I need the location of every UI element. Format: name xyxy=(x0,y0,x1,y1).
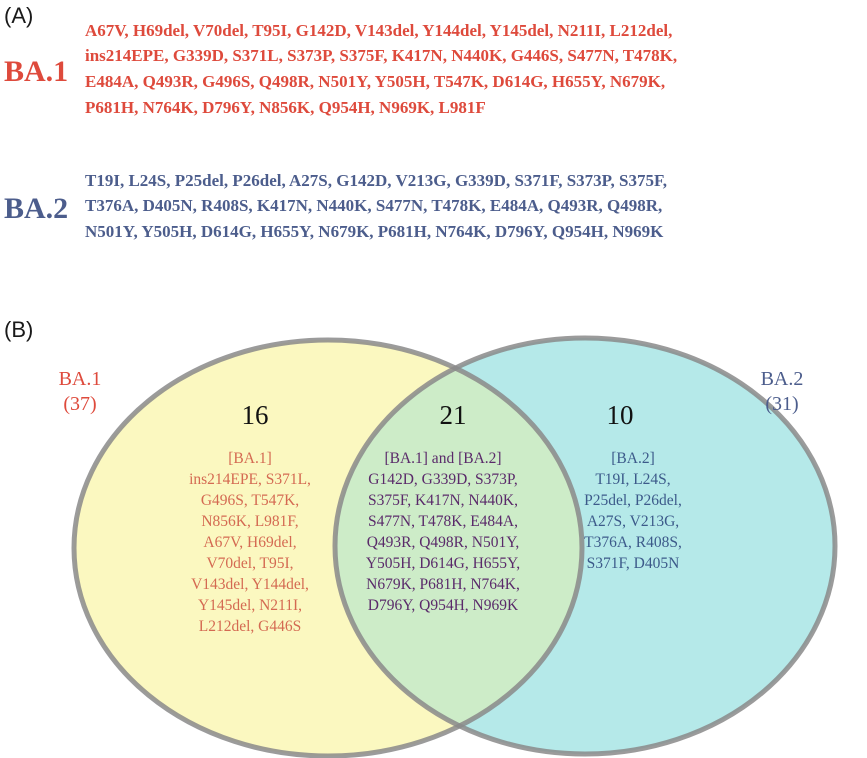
list-item: V143del, Y144del, xyxy=(191,576,309,593)
shared-mutation-list: [BA.1] and [BA.2] G142D, G339D, S373P, S… xyxy=(340,448,546,616)
panel-a-label: (A) xyxy=(4,3,34,28)
panel-b-label: (B) xyxy=(4,317,34,342)
ba2-venn-total: (31) xyxy=(765,393,799,415)
ba1-mutation-line: P681H, N764K, D796Y, N856K, Q954H, N969K… xyxy=(85,98,486,117)
list-item: Q493R, Q498R, N501Y, xyxy=(366,534,520,551)
list-item: [BA.1] and [BA.2] xyxy=(384,450,502,467)
list-item: Y145del, N211I, xyxy=(197,597,303,614)
ba2-venn-name: BA.2 xyxy=(760,368,804,390)
ba2-mutation-line: T376A, D405N, R408S, K417N, N440K, S477N… xyxy=(85,196,663,215)
ba2-title: BA.2 xyxy=(4,192,69,225)
list-item: N856K, L981F, xyxy=(201,513,299,530)
ba2-only-mutation-list: [BA.2] T19I, L24S, P25del, P26del, A27S,… xyxy=(548,448,718,574)
list-item: S375F, K417N, N440K, xyxy=(368,492,518,509)
list-item: D796Y, Q954H, N969K xyxy=(367,597,519,614)
ba1-venn-label: BA.1 (37) xyxy=(40,367,120,417)
ba2-venn-label: BA.2 (31) xyxy=(742,367,822,417)
list-item: P25del, P26del, xyxy=(584,492,682,509)
list-item: ins214EPE, S371L, xyxy=(189,471,311,488)
list-item: Y505H, D614G, H655Y, xyxy=(365,555,521,572)
ba1-only-count: 16 xyxy=(241,400,269,430)
ba1-venn-name: BA.1 xyxy=(58,368,102,390)
list-item: A67V, H69del, xyxy=(203,534,297,551)
list-item: L212del, G446S xyxy=(198,618,302,635)
list-item: A27S, V213G, xyxy=(586,513,680,530)
overlap-region xyxy=(335,340,582,754)
list-item: G142D, G339D, S373P, xyxy=(368,471,518,488)
list-item: S477N, T478K, E484A, xyxy=(368,513,518,530)
ba1-circle-outline xyxy=(71,337,585,758)
ba1-venn-total: (37) xyxy=(63,393,97,415)
shared-count: 21 xyxy=(439,400,467,430)
list-item: N679K, P681H, N764K, xyxy=(366,576,520,593)
ba1-only-mutation-list: [BA.1] ins214EPE, S371L, G496S, T547K, N… xyxy=(160,448,340,637)
ba1-mutation-line: ins214EPE, G339D, S371L, S373P, S375F, K… xyxy=(85,46,678,65)
ba2-mutation-line: N501Y, Y505H, D614G, H655Y, N679K, P681H… xyxy=(85,222,664,241)
ba1-title: BA.1 xyxy=(4,55,69,88)
ba1-mutation-line: E484A, Q493R, G496S, Q498R, N501Y, Y505H… xyxy=(85,72,666,91)
list-item: [BA.1] xyxy=(228,450,272,467)
list-item: [BA.2] xyxy=(611,450,655,467)
list-item: T376A, R408S, xyxy=(584,534,682,551)
list-item: S371F, D405N xyxy=(586,555,680,572)
list-item: G496S, T547K, xyxy=(200,492,300,509)
ba2-mutation-line: T19I, L24S, P25del, P26del, A27S, G142D,… xyxy=(85,171,668,190)
ba2-circle-outline xyxy=(332,335,838,757)
list-item: T19I, L24S, xyxy=(595,471,671,488)
ba1-mutation-line: A67V, H69del, V70del, T95I, G142D, V143d… xyxy=(85,21,673,40)
ba2-only-count: 10 xyxy=(606,400,634,430)
list-item: V70del, T95I, xyxy=(206,555,294,572)
